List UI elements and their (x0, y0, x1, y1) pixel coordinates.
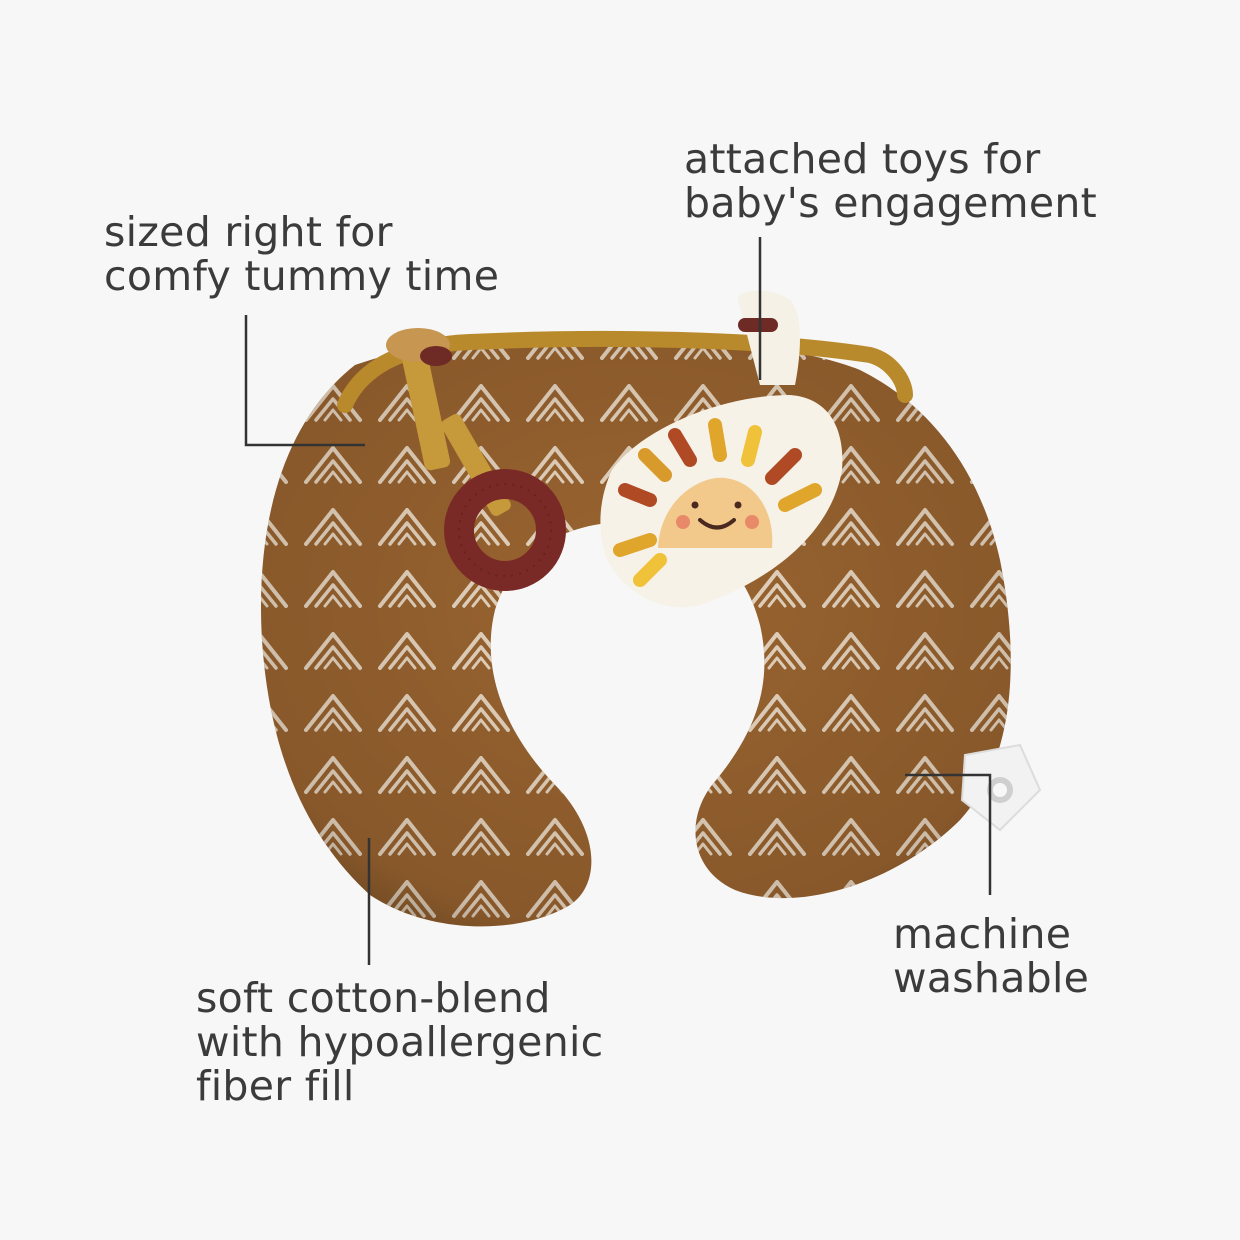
callout-toys-line-2: baby's engagement (684, 179, 1098, 227)
snap-button-inner (420, 346, 452, 366)
leader-lines (244, 237, 992, 965)
callout-fabric: soft cotton-blend with hypoallergenic fi… (196, 976, 604, 1108)
callout-tummy-time-line-1: sized right for (104, 208, 393, 256)
pillow-piping (337, 330, 913, 413)
leader-line-washable (905, 773, 992, 895)
callout-washable: machine washable (893, 912, 1089, 1000)
callout-washable-line-1: machine (893, 910, 1072, 958)
sun-toy-icon (600, 290, 843, 608)
pillow-shading (261, 335, 1011, 927)
toy-strap (401, 349, 451, 471)
sun-face (658, 477, 773, 548)
sun-rays (613, 418, 822, 587)
callout-fabric-line-2: with hypoallergenic (196, 1018, 604, 1066)
leader-line-tummy-time (244, 315, 365, 447)
callout-fabric-line-3: fiber fill (196, 1062, 355, 1110)
teether-ring-icon (444, 469, 566, 591)
callout-toys-line-1: attached toys for (684, 135, 1041, 183)
callout-toys: attached toys for baby's engagement (684, 137, 1097, 225)
callout-fabric-line-1: soft cotton-blend (196, 974, 551, 1022)
callout-tummy-time-line-2: comfy tummy time (104, 252, 500, 300)
callout-tummy-time: sized right for comfy tummy time (104, 210, 499, 298)
care-tag-icon (960, 743, 1042, 832)
nursing-pillow-illustration (261, 290, 1042, 927)
callout-washable-line-2: washable (893, 954, 1090, 1002)
